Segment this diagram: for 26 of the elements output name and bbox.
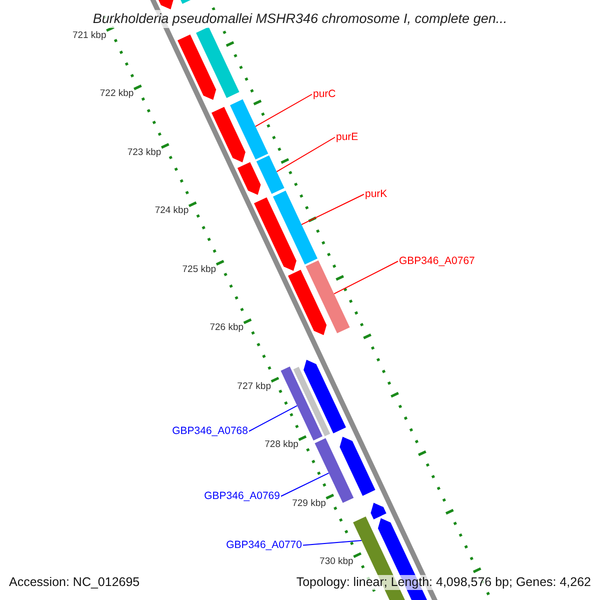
- gene-label: GBP346_A0770: [226, 540, 302, 550]
- scale-label: 722 kbp: [100, 89, 134, 99]
- gene-label: purK: [365, 189, 388, 200]
- leader-line: [334, 260, 398, 294]
- gene-label: purE: [336, 132, 358, 142]
- scale-label: 725 kbp: [182, 264, 216, 274]
- scale-label: 729 kbp: [292, 498, 326, 508]
- leader-line: [280, 472, 330, 497]
- scale-label: 730 kbp: [320, 557, 354, 567]
- gene-label: GBP346_A0767: [399, 256, 475, 266]
- leader-line: [276, 136, 336, 172]
- scale-label: 726 kbp: [210, 323, 244, 333]
- accession-text: Accession: NC_012695: [9, 575, 140, 590]
- gene-label: purC: [313, 89, 336, 100]
- genome-summary-text: Topology: linear; Length: 4,098,576 bp; Genes: 4,262: [296, 575, 591, 590]
- scale-label: 724 kbp: [154, 206, 189, 216]
- leader-line: [301, 194, 364, 226]
- scale-label: 728 kbp: [264, 440, 298, 450]
- scale-label: 727 kbp: [237, 382, 271, 392]
- scale-label: 723 kbp: [127, 148, 162, 158]
- leader-line: [248, 405, 298, 432]
- gene-label: GBP346_A0769: [204, 491, 280, 502]
- gene-label: GBP346_A0768: [172, 426, 248, 436]
- leader-line: [254, 94, 312, 127]
- leader-line: [302, 540, 362, 546]
- scale-label: 721 kbp: [72, 30, 106, 40]
